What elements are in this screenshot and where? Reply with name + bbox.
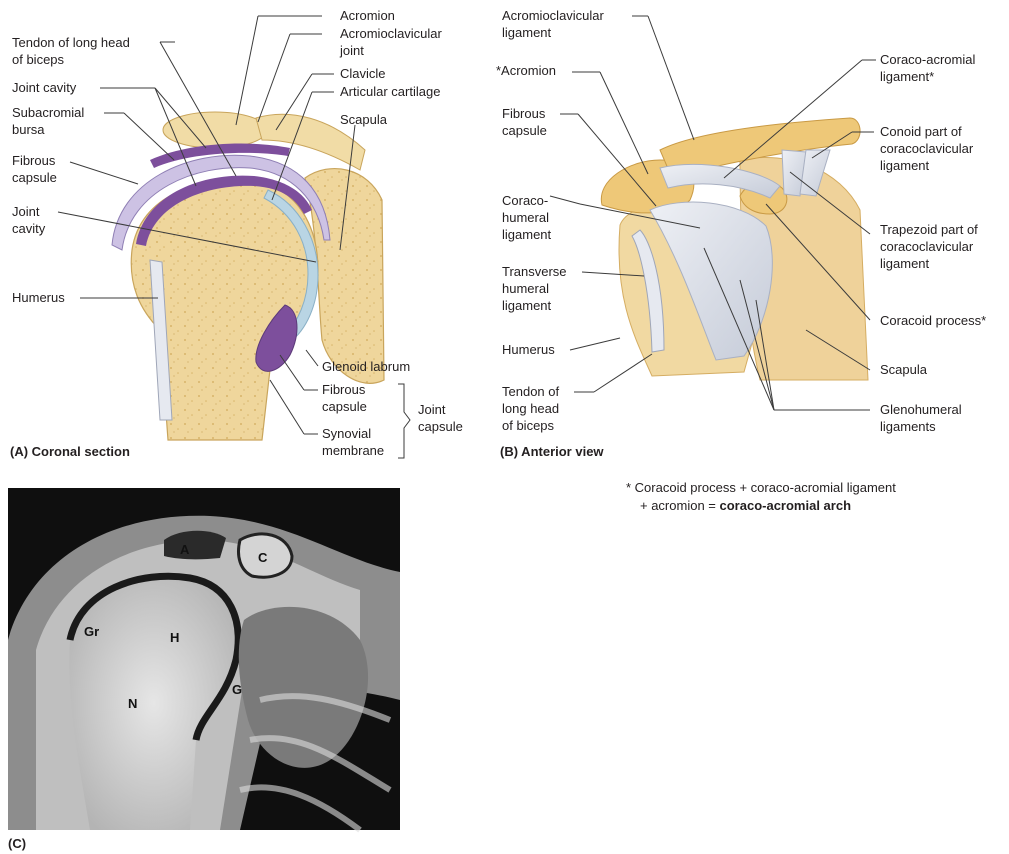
mri-letter-a: A: [180, 542, 190, 557]
label-fibrous-capsule-left-1: Fibrous: [12, 153, 56, 168]
label-synovial-membrane-1: Synovial: [322, 426, 371, 441]
label-acromion-b: *Acromion: [496, 63, 556, 78]
label-joint-capsule-2: capsule: [418, 419, 463, 434]
caption-panel-a: (A) Coronal section: [10, 444, 130, 459]
label-fibrous-capsule-low-1: Fibrous: [322, 382, 366, 397]
panel-c-mri: A C Gr H N G (C): [8, 488, 400, 851]
panel-a-coronal-section: Acromion Acromioclavicular joint Clavicl…: [10, 8, 463, 459]
label-trapezoid-part-3: ligament: [880, 256, 930, 271]
label-subacromial-bursa-2: bursa: [12, 122, 45, 137]
label-glenoid-labrum: Glenoid labrum: [322, 359, 410, 374]
label-humerus-a: Humerus: [12, 290, 65, 305]
footnote-line-2-prefix: + acromion =: [640, 498, 720, 513]
label-acromion-a: Acromion: [340, 8, 395, 23]
mri-acromion: [164, 531, 226, 560]
label-fibrous-capsule-low-2: capsule: [322, 399, 367, 414]
label-articular-cartilage: Articular cartilage: [340, 84, 440, 99]
label-joint-cavity-mid-1: Joint: [12, 204, 40, 219]
label-glenohumeral-1: Glenohumeral: [880, 402, 962, 417]
label-transverse-humeral-1: Transverse: [502, 264, 567, 279]
label-fibrous-capsule-left-2: capsule: [12, 170, 57, 185]
label-transverse-humeral-3: ligament: [502, 298, 552, 313]
label-coracohumeral-2: humeral: [502, 210, 549, 225]
footnote-line-2: + acromion = coraco-acromial arch: [640, 498, 851, 513]
label-joint-cavity-mid-2: cavity: [12, 221, 46, 236]
mri-letter-gr: Gr: [84, 624, 99, 639]
label-conoid-part-1: Conoid part of: [880, 124, 962, 139]
label-joint-cavity-top: Joint cavity: [12, 80, 77, 95]
label-subacromial-bursa-1: Subacromial: [12, 105, 84, 120]
label-coraco-acromial-ligament-2: ligament*: [880, 69, 934, 84]
label-coracohumeral-3: ligament: [502, 227, 552, 242]
label-acromioclavicular-joint-1: Acromioclavicular: [340, 26, 443, 41]
label-tendon-long-head-a-2: of biceps: [12, 52, 65, 67]
label-glenohumeral-2: ligaments: [880, 419, 936, 434]
panel-b-anterior-view: Acromioclavicular ligament *Acromion Fib…: [496, 8, 986, 513]
label-tendon-long-head-a-1: Tendon of long head: [12, 35, 130, 50]
mri-letter-c: C: [258, 550, 268, 565]
label-conoid-part-3: ligament: [880, 158, 930, 173]
label-tendon-long-head-b-3: of biceps: [502, 418, 555, 433]
label-scapula-b: Scapula: [880, 362, 928, 377]
label-scapula-a: Scapula: [340, 112, 388, 127]
label-acromioclavicular-ligament-1: Acromioclavicular: [502, 8, 605, 23]
caption-panel-c: (C): [8, 836, 26, 851]
mri-letter-h: H: [170, 630, 179, 645]
label-coraco-acromial-ligament-1: Coraco-acromial: [880, 52, 975, 67]
caption-panel-b: (B) Anterior view: [500, 444, 604, 459]
label-trapezoid-part-2: coracoclavicular: [880, 239, 974, 254]
label-joint-capsule-1: Joint: [418, 402, 446, 417]
label-acromioclavicular-joint-2: joint: [339, 43, 364, 58]
mri-letter-g: G: [232, 682, 242, 697]
acromion-shape-a: [163, 112, 267, 148]
label-coracohumeral-1: Coraco-: [502, 193, 548, 208]
label-acromioclavicular-ligament-2: ligament: [502, 25, 552, 40]
label-conoid-part-2: coracoclavicular: [880, 141, 974, 156]
label-transverse-humeral-2: humeral: [502, 281, 549, 296]
label-synovial-membrane-2: membrane: [322, 443, 384, 458]
label-fibrous-capsule-b-1: Fibrous: [502, 106, 546, 121]
label-clavicle-a: Clavicle: [340, 66, 386, 81]
mri-letter-n: N: [128, 696, 137, 711]
footnote-line-2-bold: coraco-acromial arch: [720, 498, 852, 513]
label-tendon-long-head-b-1: Tendon of: [502, 384, 559, 399]
label-coracoid-process: Coracoid process*: [880, 313, 986, 328]
label-tendon-long-head-b-2: long head: [502, 401, 559, 416]
label-fibrous-capsule-b-2: capsule: [502, 123, 547, 138]
label-trapezoid-part-1: Trapezoid part of: [880, 222, 978, 237]
label-humerus-b: Humerus: [502, 342, 555, 357]
footnote-line-1: * Coracoid process + coraco-acromial lig…: [626, 480, 896, 495]
